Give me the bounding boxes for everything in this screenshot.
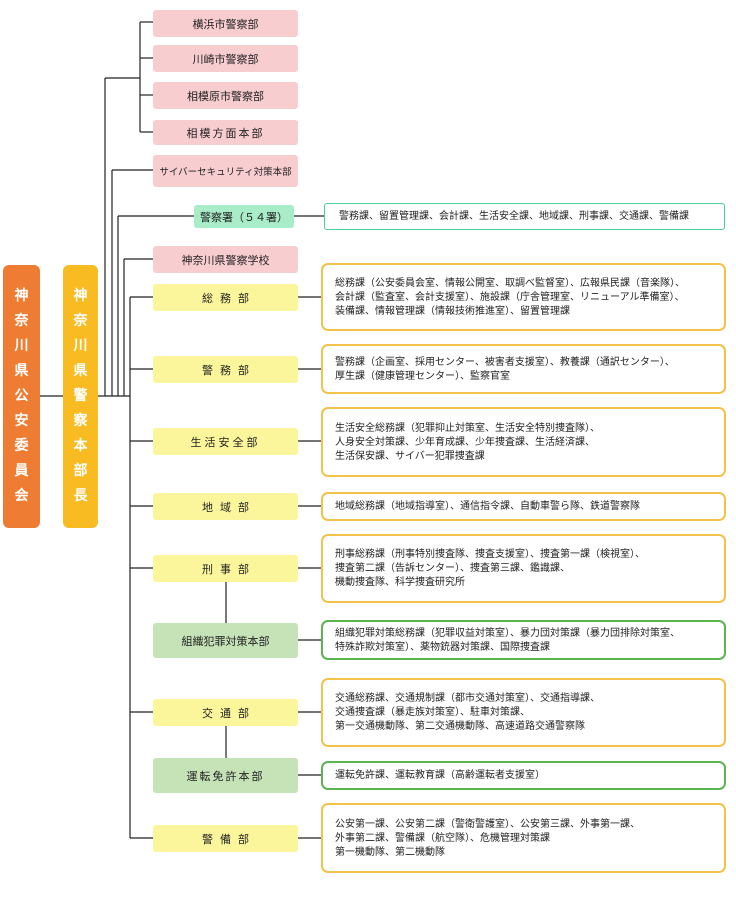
sagamihara-police-box: 相模原市警察部: [153, 82, 298, 109]
police-stations-box: 警察署（５４署）: [194, 205, 294, 228]
dept-organized-crime-hq: 組織犯罪対策本部: [153, 623, 298, 658]
commission-char: 会: [14, 488, 29, 504]
chief-char: 神: [73, 288, 88, 304]
commission-char: 川: [14, 338, 29, 354]
chief-char: 奈: [73, 313, 88, 329]
chief-char: 県: [73, 363, 88, 379]
commission-char: 神: [14, 288, 29, 304]
commission-char: 委: [14, 438, 29, 454]
commission-char: 公: [14, 388, 29, 404]
chief-char: 察: [73, 413, 88, 429]
police-stations-desc: 警務課、留置管理課、会計課、生活安全課、地域課、刑事課、交通課、警備課: [324, 203, 725, 230]
desc-community-police: 地域総務課（地域指導室）、通信指令課、自動車警ら隊、鉄道警察隊: [321, 492, 726, 521]
chief-char: 川: [73, 338, 88, 354]
dept-community-safety: 生活安全部: [153, 428, 298, 455]
desc-general-affairs: 総務課（公安委員会室、情報公開室、取調べ監督室）、広報県民課（音楽隊）、 会計課…: [321, 263, 726, 331]
desc-organized-crime-hq: 組織犯罪対策総務課（犯罪収益対策室）、暴力団対策課（暴力団排除対策室、 特殊詐欺…: [321, 620, 726, 660]
public-safety-commission-box: 神奈川県公安委員会: [3, 265, 40, 528]
dept-criminal-investigation: 刑事部: [153, 555, 298, 582]
dept-traffic: 交通部: [153, 699, 298, 726]
dept-community-police: 地域部: [153, 493, 298, 520]
dept-police-affairs: 警務部: [153, 356, 298, 383]
commission-char: 安: [14, 413, 29, 429]
desc-criminal-investigation: 刑事総務課（刑事特別捜査隊、捜査支援室）、捜査第一課（検視室）、 捜査第二課（告…: [321, 534, 726, 603]
desc-security: 公安第一課、公安第二課（警衛警護室）、公安第三課、外事第一課、 外事第二課、警備…: [321, 803, 726, 873]
dept-general-affairs: 総務部: [153, 284, 298, 311]
commission-char: 奈: [14, 313, 29, 329]
police-chief-box: 神奈川県警察本部長: [63, 265, 98, 528]
commission-char: 県: [14, 363, 29, 379]
kawasaki-police-box: 川崎市警察部: [153, 45, 298, 72]
police-academy-box: 神奈川県警察学校: [153, 246, 298, 273]
cybersecurity-hq-box: サイバーセキュリティ対策本部: [153, 155, 298, 187]
chief-char: 本: [73, 438, 88, 454]
dept-security: 警備部: [153, 825, 298, 852]
desc-community-safety: 生活安全総務課（犯罪抑止対策室、生活安全特別捜査隊）、 人身安全対策課、少年育成…: [321, 407, 726, 477]
chief-char: 長: [73, 488, 88, 504]
sagami-regional-hq-box: 相模方面本部: [153, 120, 298, 145]
commission-char: 員: [14, 463, 29, 479]
dept-drivers-license-hq: 運転免許本部: [153, 758, 298, 793]
desc-drivers-license-hq: 運転免許課、運転教育課（高齢運転者支援室）: [321, 761, 726, 790]
yokohama-police-box: 横浜市警察部: [153, 10, 298, 37]
chief-char: 警: [73, 388, 88, 404]
desc-traffic: 交通総務課、交通規制課（都市交通対策室）、交通指導課、 交通捜査課（暴走族対策室…: [321, 678, 726, 747]
desc-police-affairs: 警務課（企画室、採用センター、被害者支援室）、教養課（通訳センター）、 厚生課（…: [321, 344, 726, 394]
chief-char: 部: [73, 463, 88, 479]
